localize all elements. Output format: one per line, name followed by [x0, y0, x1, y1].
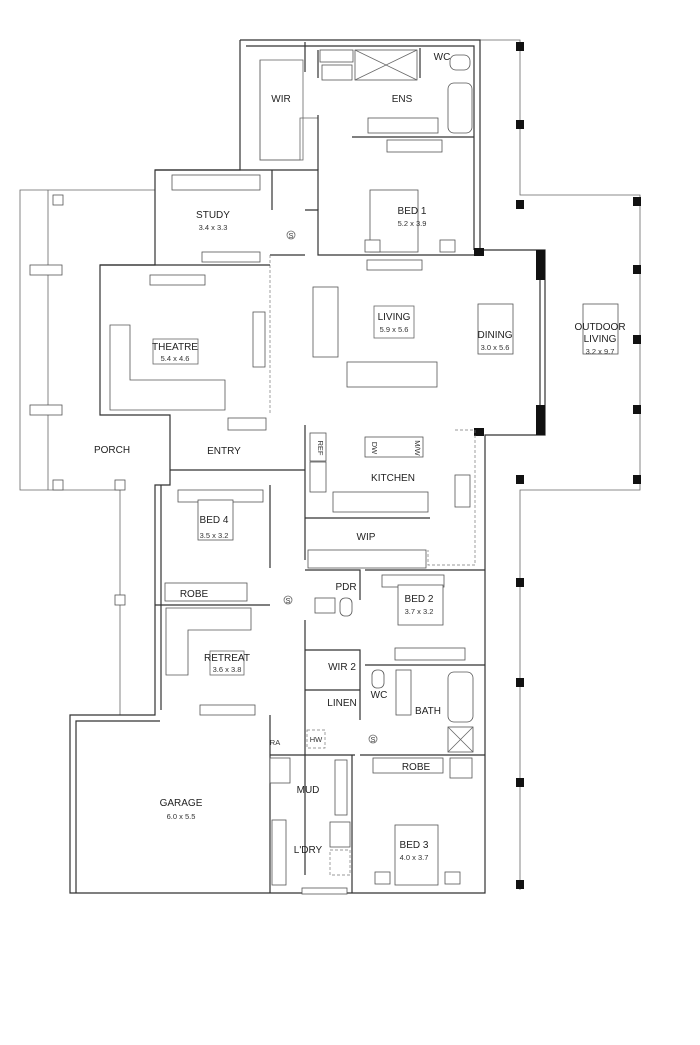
room-entry: ENTRY: [207, 446, 241, 457]
room-dining: DINING: [478, 330, 513, 341]
room-theatre-size: 5.4 x 4.6: [161, 354, 190, 363]
room-garage-size: 6.0 x 5.5: [167, 812, 196, 821]
room-mud: MUD: [297, 785, 320, 796]
room-wc: WC: [434, 52, 451, 63]
room-living: LIVING: [378, 312, 411, 323]
room-living-size: 5.9 x 5.6: [380, 325, 409, 334]
svg-text:S: S: [288, 231, 293, 240]
room-dining-size: 3.0 x 5.6: [481, 343, 510, 352]
ra-label: RA: [270, 738, 280, 747]
room-bath: BATH: [415, 706, 441, 717]
room-kitchen: KITCHEN: [371, 473, 415, 484]
svg-text:S: S: [285, 596, 290, 605]
room-wir: WIR: [271, 94, 290, 105]
room-retreat-size: 3.6 x 3.8: [213, 665, 242, 674]
room-bed1: BED 1: [398, 206, 427, 217]
room-theatre: THEATRE: [152, 342, 198, 353]
outer-walls: [69, 39, 546, 894]
room-bed3: BED 3: [400, 840, 429, 851]
room-robe3: ROBE: [402, 762, 431, 773]
room-wip: WIP: [357, 532, 376, 543]
hw-label: HW: [310, 735, 323, 744]
room-retreat: RETREAT: [204, 653, 250, 664]
room-wc2: WC: [371, 690, 388, 701]
smoke-detectors: S S S: [283, 230, 378, 744]
svg-text:S: S: [370, 735, 375, 744]
room-ldry: L'DRY: [294, 845, 323, 856]
room-bed2: BED 2: [405, 594, 434, 605]
room-garage: GARAGE: [160, 798, 203, 809]
room-study-size: 3.4 x 3.3: [199, 223, 228, 232]
room-robe4: ROBE: [180, 589, 209, 600]
room-bed2-size: 3.7 x 3.2: [405, 607, 434, 616]
room-study: STUDY: [196, 210, 230, 221]
room-porch: PORCH: [94, 445, 130, 456]
room-bed3-size: 4.0 x 3.7: [400, 853, 429, 862]
outdoor-outlines: [19, 39, 641, 890]
room-labels: WIR ENS WC BED 1 5.2 x 3.9 STUDY 3.4 x 3…: [94, 52, 626, 862]
room-pdr: PDR: [335, 582, 356, 593]
ref-label: REF: [316, 441, 325, 456]
dw-label: DW: [370, 442, 379, 455]
room-linen: LINEN: [327, 698, 356, 709]
room-bed4: BED 4: [200, 515, 229, 526]
posts: [516, 42, 641, 889]
room-wir2: WIR 2: [328, 662, 356, 673]
room-bed1-size: 5.2 x 3.9: [398, 219, 427, 228]
room-bed4-size: 3.5 x 3.2: [200, 531, 229, 540]
room-ens: ENS: [392, 94, 413, 105]
room-outdoor: OUTDOOR: [574, 322, 625, 333]
mw-label: M/W: [413, 440, 422, 456]
interior-walls: [100, 42, 619, 895]
room-outdoor-2: LIVING: [584, 334, 617, 345]
room-outdoor-size: 3.2 x 9.7: [586, 347, 615, 356]
